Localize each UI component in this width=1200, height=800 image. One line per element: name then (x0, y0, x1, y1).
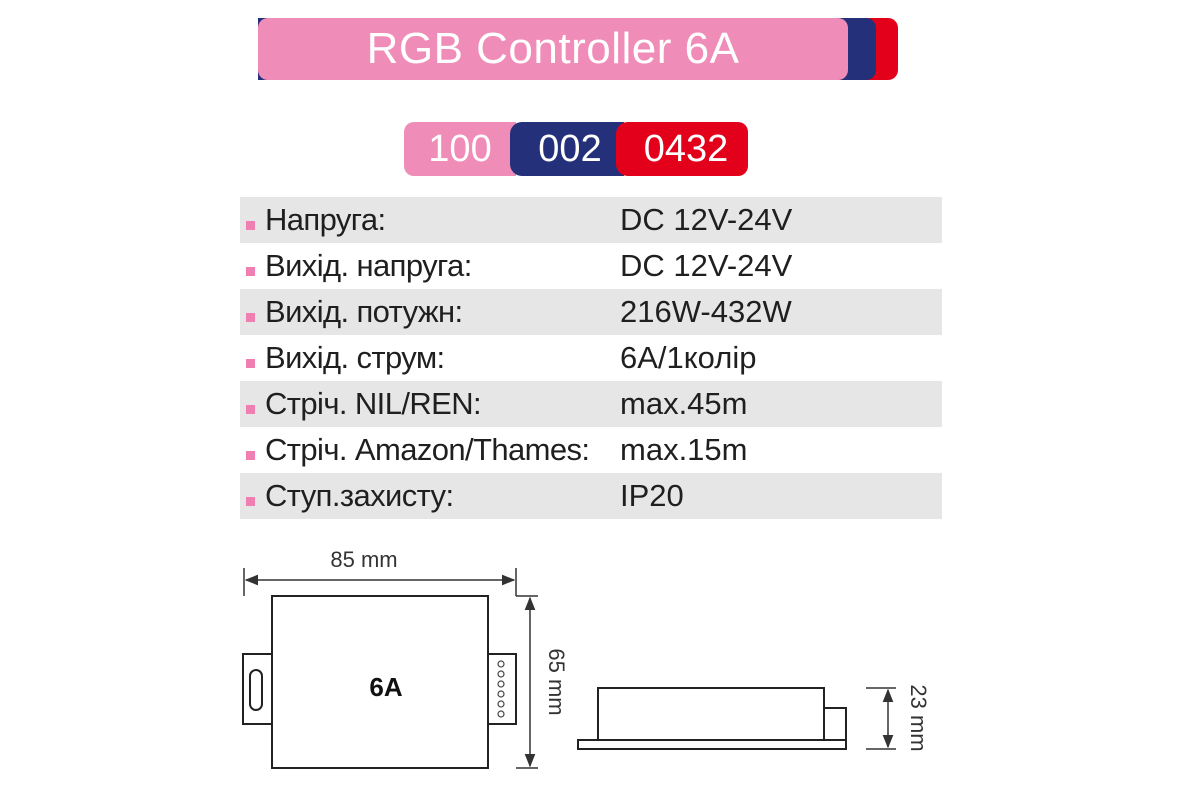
bullet-icon (246, 220, 255, 230)
spec-label: Вихід. напруга: (265, 248, 472, 283)
spec-value: IP20 (620, 478, 684, 513)
spec-row-output-voltage: Вихід. напруга: DC 12V-24V (240, 243, 942, 289)
bullet-icon (246, 312, 255, 322)
spec-value: DC 12V-24V (620, 202, 793, 237)
spec-label: Стріч. Amazon/Thames: (265, 432, 590, 467)
spec-value: DC 12V-24V (620, 248, 793, 283)
spec-row-voltage: Напруга: DC 12V-24V (240, 197, 942, 243)
spec-label: Вихід. потужн: (265, 294, 463, 329)
bullet-icon (246, 404, 255, 414)
spec-row-protection: Ступ.захисту: IP20 (240, 473, 942, 519)
bullet-icon (246, 358, 255, 368)
width-label: 85 mm (330, 547, 397, 572)
spec-row-output-power: Вихід. потужн: 216W-432W (240, 289, 942, 335)
connector-slot (249, 669, 263, 711)
height-label: 65 mm (544, 648, 569, 715)
side-body (597, 687, 825, 741)
article-code-part-2: 002 (510, 122, 624, 176)
side-connector (823, 707, 847, 741)
spec-label: Стріч. NIL/REN: (265, 386, 482, 421)
spec-value: 216W-432W (620, 294, 792, 329)
terminal-pins (497, 660, 505, 718)
spec-value: 6A/1колір (620, 340, 757, 375)
article-code-part-3: 0432 (616, 122, 748, 176)
side-base-plate (577, 739, 847, 750)
product-title: RGB Controller 6A (258, 18, 848, 80)
model-label: 6A (369, 672, 402, 702)
depth-label: 23 mm (906, 684, 931, 751)
bullet-icon (246, 266, 255, 276)
height-dimension: 65 mm (516, 595, 569, 769)
depth-dimension: 23 mm (866, 684, 931, 752)
spec-row-strip-amazon-thames: Стріч. Amazon/Thames: max.15m (240, 427, 942, 473)
spec-value: max.15m (620, 432, 748, 467)
spec-value: max.45m (620, 386, 748, 421)
spec-label: Вихід. струм: (265, 340, 445, 375)
spec-label: Ступ.захисту: (265, 478, 454, 513)
bullet-icon (246, 496, 255, 506)
spec-label: Напруга: (265, 202, 386, 237)
title-banner: RGB Controller 6A (258, 18, 898, 80)
article-code-part-1: 100 (404, 122, 516, 176)
spec-row-strip-nil-ren: Стріч. NIL/REN: max.45m (240, 381, 942, 427)
controller-body (271, 595, 489, 769)
side-view (577, 687, 847, 750)
spec-table: Напруга: DC 12V-24V Вихід. напруга: DC 1… (240, 197, 942, 519)
width-dimension: 85 mm (243, 547, 517, 596)
bullet-icon (246, 450, 255, 460)
article-code: 100 002 0432 (404, 122, 748, 176)
spec-row-output-current: Вихід. струм: 6A/1колір (240, 335, 942, 381)
top-view: 6A (242, 595, 517, 769)
